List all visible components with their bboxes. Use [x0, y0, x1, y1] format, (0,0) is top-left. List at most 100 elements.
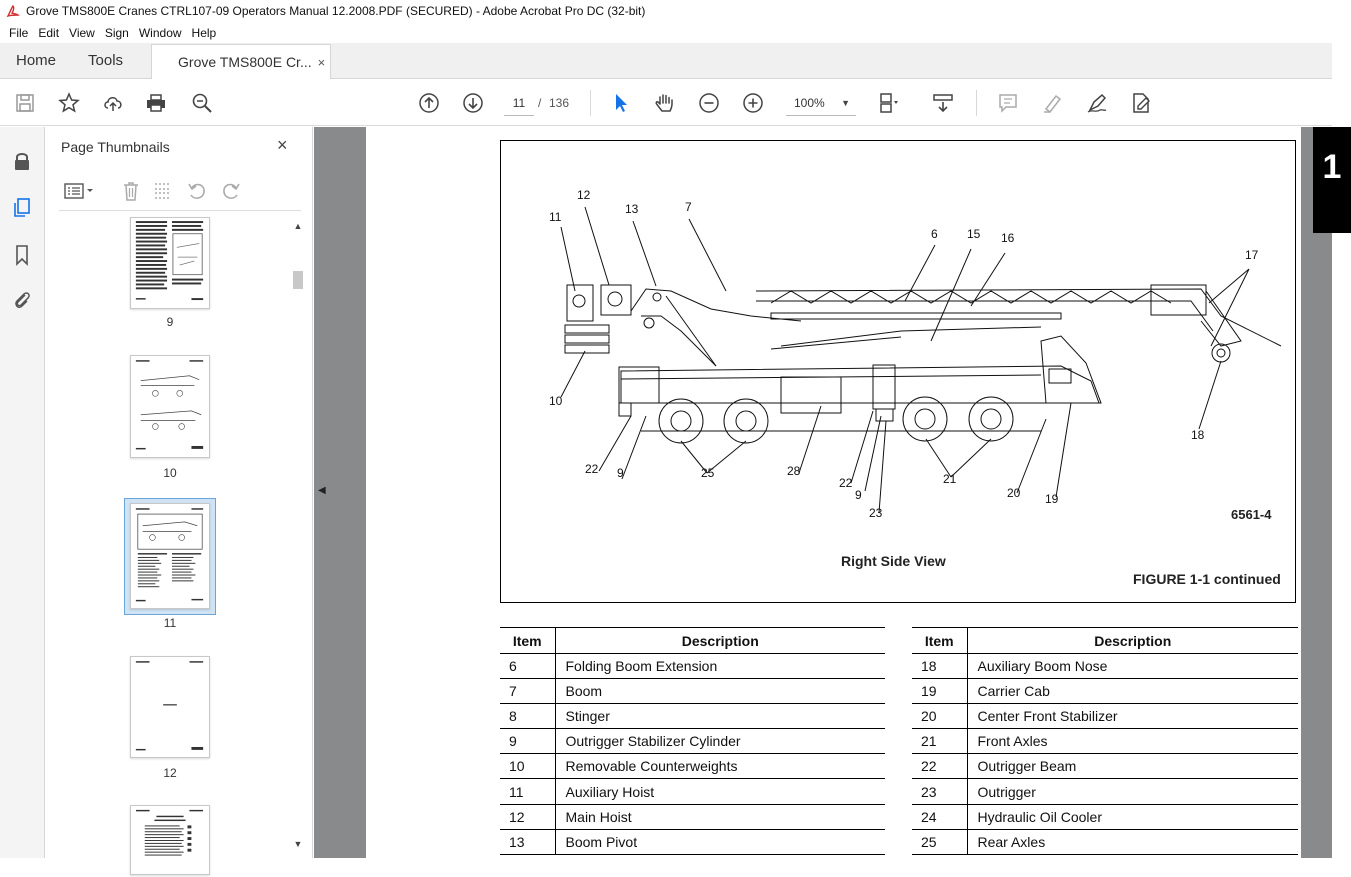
menu-view[interactable]: View: [69, 25, 95, 40]
figure-caption: FIGURE 1-1 continued: [1133, 571, 1281, 587]
crane-drawing: 11 12 13 7 6 15 16 17 10 18 22 9 25 28 2…: [549, 188, 1282, 520]
item-number: 18: [912, 653, 968, 680]
page-layout-icon[interactable]: [876, 91, 900, 115]
item-number: 10: [500, 753, 556, 780]
protect-document-icon[interactable]: [1129, 91, 1153, 115]
star-icon[interactable]: [57, 91, 81, 115]
tab-document-label: Grove TMS800E Cr...: [178, 54, 312, 70]
zoom-in-icon[interactable]: [741, 91, 765, 115]
figure-callout: 22: [839, 476, 853, 490]
hand-tool-icon[interactable]: [653, 91, 677, 115]
figure-callout: 16: [1001, 231, 1015, 245]
select-cursor-icon[interactable]: [609, 91, 633, 115]
table-header-row: Item Description: [912, 627, 1298, 654]
item-description: Stinger: [555, 703, 885, 730]
page-thumbnails-icon[interactable]: [10, 195, 34, 219]
page-thumbnail-12[interactable]: [130, 656, 210, 758]
page-thumbnail-label: 9: [166, 315, 174, 329]
figure-callout: 15: [967, 227, 981, 241]
page-thumbnail-11[interactable]: [130, 503, 210, 609]
delete-page-icon[interactable]: [119, 179, 143, 203]
left-navigation-rail: [0, 127, 45, 858]
collapse-panel-icon[interactable]: ◀: [318, 485, 326, 496]
panel-title: Page Thumbnails: [61, 139, 170, 155]
item-description: Carrier Cab: [967, 678, 1298, 705]
item-number: 9: [500, 728, 556, 755]
menu-help[interactable]: Help: [191, 25, 217, 40]
scroll-mode-icon[interactable]: [931, 91, 955, 115]
bookmark-icon[interactable]: [10, 243, 34, 267]
item-description: Rear Axles: [967, 829, 1298, 855]
thumbnail-scrollbar[interactable]: ▲ ▼: [291, 219, 305, 854]
menu-sign[interactable]: Sign: [104, 25, 129, 40]
zoom-out-icon[interactable]: [697, 91, 721, 115]
item-number: 8: [500, 703, 556, 730]
figure-callout: 7: [685, 200, 692, 214]
item-number: 12: [500, 804, 556, 830]
item-description: Main Hoist: [555, 804, 885, 830]
item-description: Auxiliary Boom Nose: [967, 653, 1298, 680]
figure-callout: 12: [577, 188, 591, 202]
thumbnail-toolbar: [59, 175, 301, 211]
print-icon[interactable]: [144, 91, 168, 115]
figure-callout: 23: [869, 506, 883, 520]
attachment-icon[interactable]: [10, 288, 34, 312]
toolbar-divider: [976, 90, 977, 116]
lock-icon[interactable]: [10, 149, 34, 173]
column-header-description: Description: [967, 627, 1298, 654]
figure-callout: 17: [1245, 248, 1259, 262]
scroll-down-icon[interactable]: ▼: [293, 839, 303, 849]
sign-pen-icon[interactable]: [1085, 91, 1109, 115]
menu-window[interactable]: Window: [138, 25, 182, 40]
close-tab-icon[interactable]: ×: [317, 54, 326, 70]
item-description: Boom Pivot: [555, 829, 885, 855]
figure-callout: 9: [855, 488, 862, 502]
highlight-pen-icon[interactable]: [1040, 91, 1064, 115]
rotate-left-icon[interactable]: [185, 179, 209, 203]
scroll-up-icon[interactable]: ▲: [293, 221, 303, 231]
column-header-item: Item: [912, 627, 968, 654]
scrollbar-thumb[interactable]: [293, 271, 303, 289]
figure-callout: 6: [931, 227, 938, 241]
item-description: Outrigger Beam: [967, 753, 1298, 780]
thumbnail-options-icon[interactable]: [63, 179, 97, 203]
page-thumbnail-10[interactable]: [130, 355, 210, 458]
insert-page-icon[interactable]: [151, 179, 175, 203]
item-description: Auxiliary Hoist: [555, 778, 885, 805]
comment-icon[interactable]: [996, 91, 1020, 115]
page-thumbnail-9[interactable]: [130, 217, 210, 309]
item-description: Removable Counterweights: [555, 753, 885, 780]
item-description: Outrigger: [967, 778, 1298, 805]
tab-document[interactable]: Grove TMS800E Cr... ×: [151, 44, 332, 79]
column-header-item: Item: [500, 627, 556, 654]
menu-file[interactable]: File: [9, 25, 29, 40]
tab-home[interactable]: Home: [16, 52, 57, 69]
tab-tools[interactable]: Tools: [88, 52, 124, 69]
rotate-right-icon[interactable]: [219, 179, 243, 203]
item-number: 7: [500, 678, 556, 705]
figure-callout: 25: [701, 466, 715, 480]
item-number: 20: [912, 703, 968, 730]
figure-callout: 28: [787, 464, 801, 478]
menu-edit[interactable]: Edit: [38, 25, 60, 40]
upload-icon[interactable]: [101, 91, 125, 115]
figure-callout: 19: [1045, 492, 1059, 506]
document-viewport[interactable]: ◀ 1: [314, 127, 1351, 858]
next-page-icon[interactable]: [461, 91, 485, 115]
page-thumbnail-13[interactable]: [130, 805, 210, 875]
previous-page-icon[interactable]: [417, 91, 441, 115]
save-icon[interactable]: [13, 91, 37, 115]
chevron-down-icon: ▼: [841, 98, 850, 108]
close-icon[interactable]: ×: [277, 135, 288, 155]
page-number-input[interactable]: 11: [504, 90, 534, 116]
zoom-search-icon[interactable]: [190, 91, 214, 115]
zoom-level-dropdown[interactable]: 100% ▼: [786, 90, 856, 116]
